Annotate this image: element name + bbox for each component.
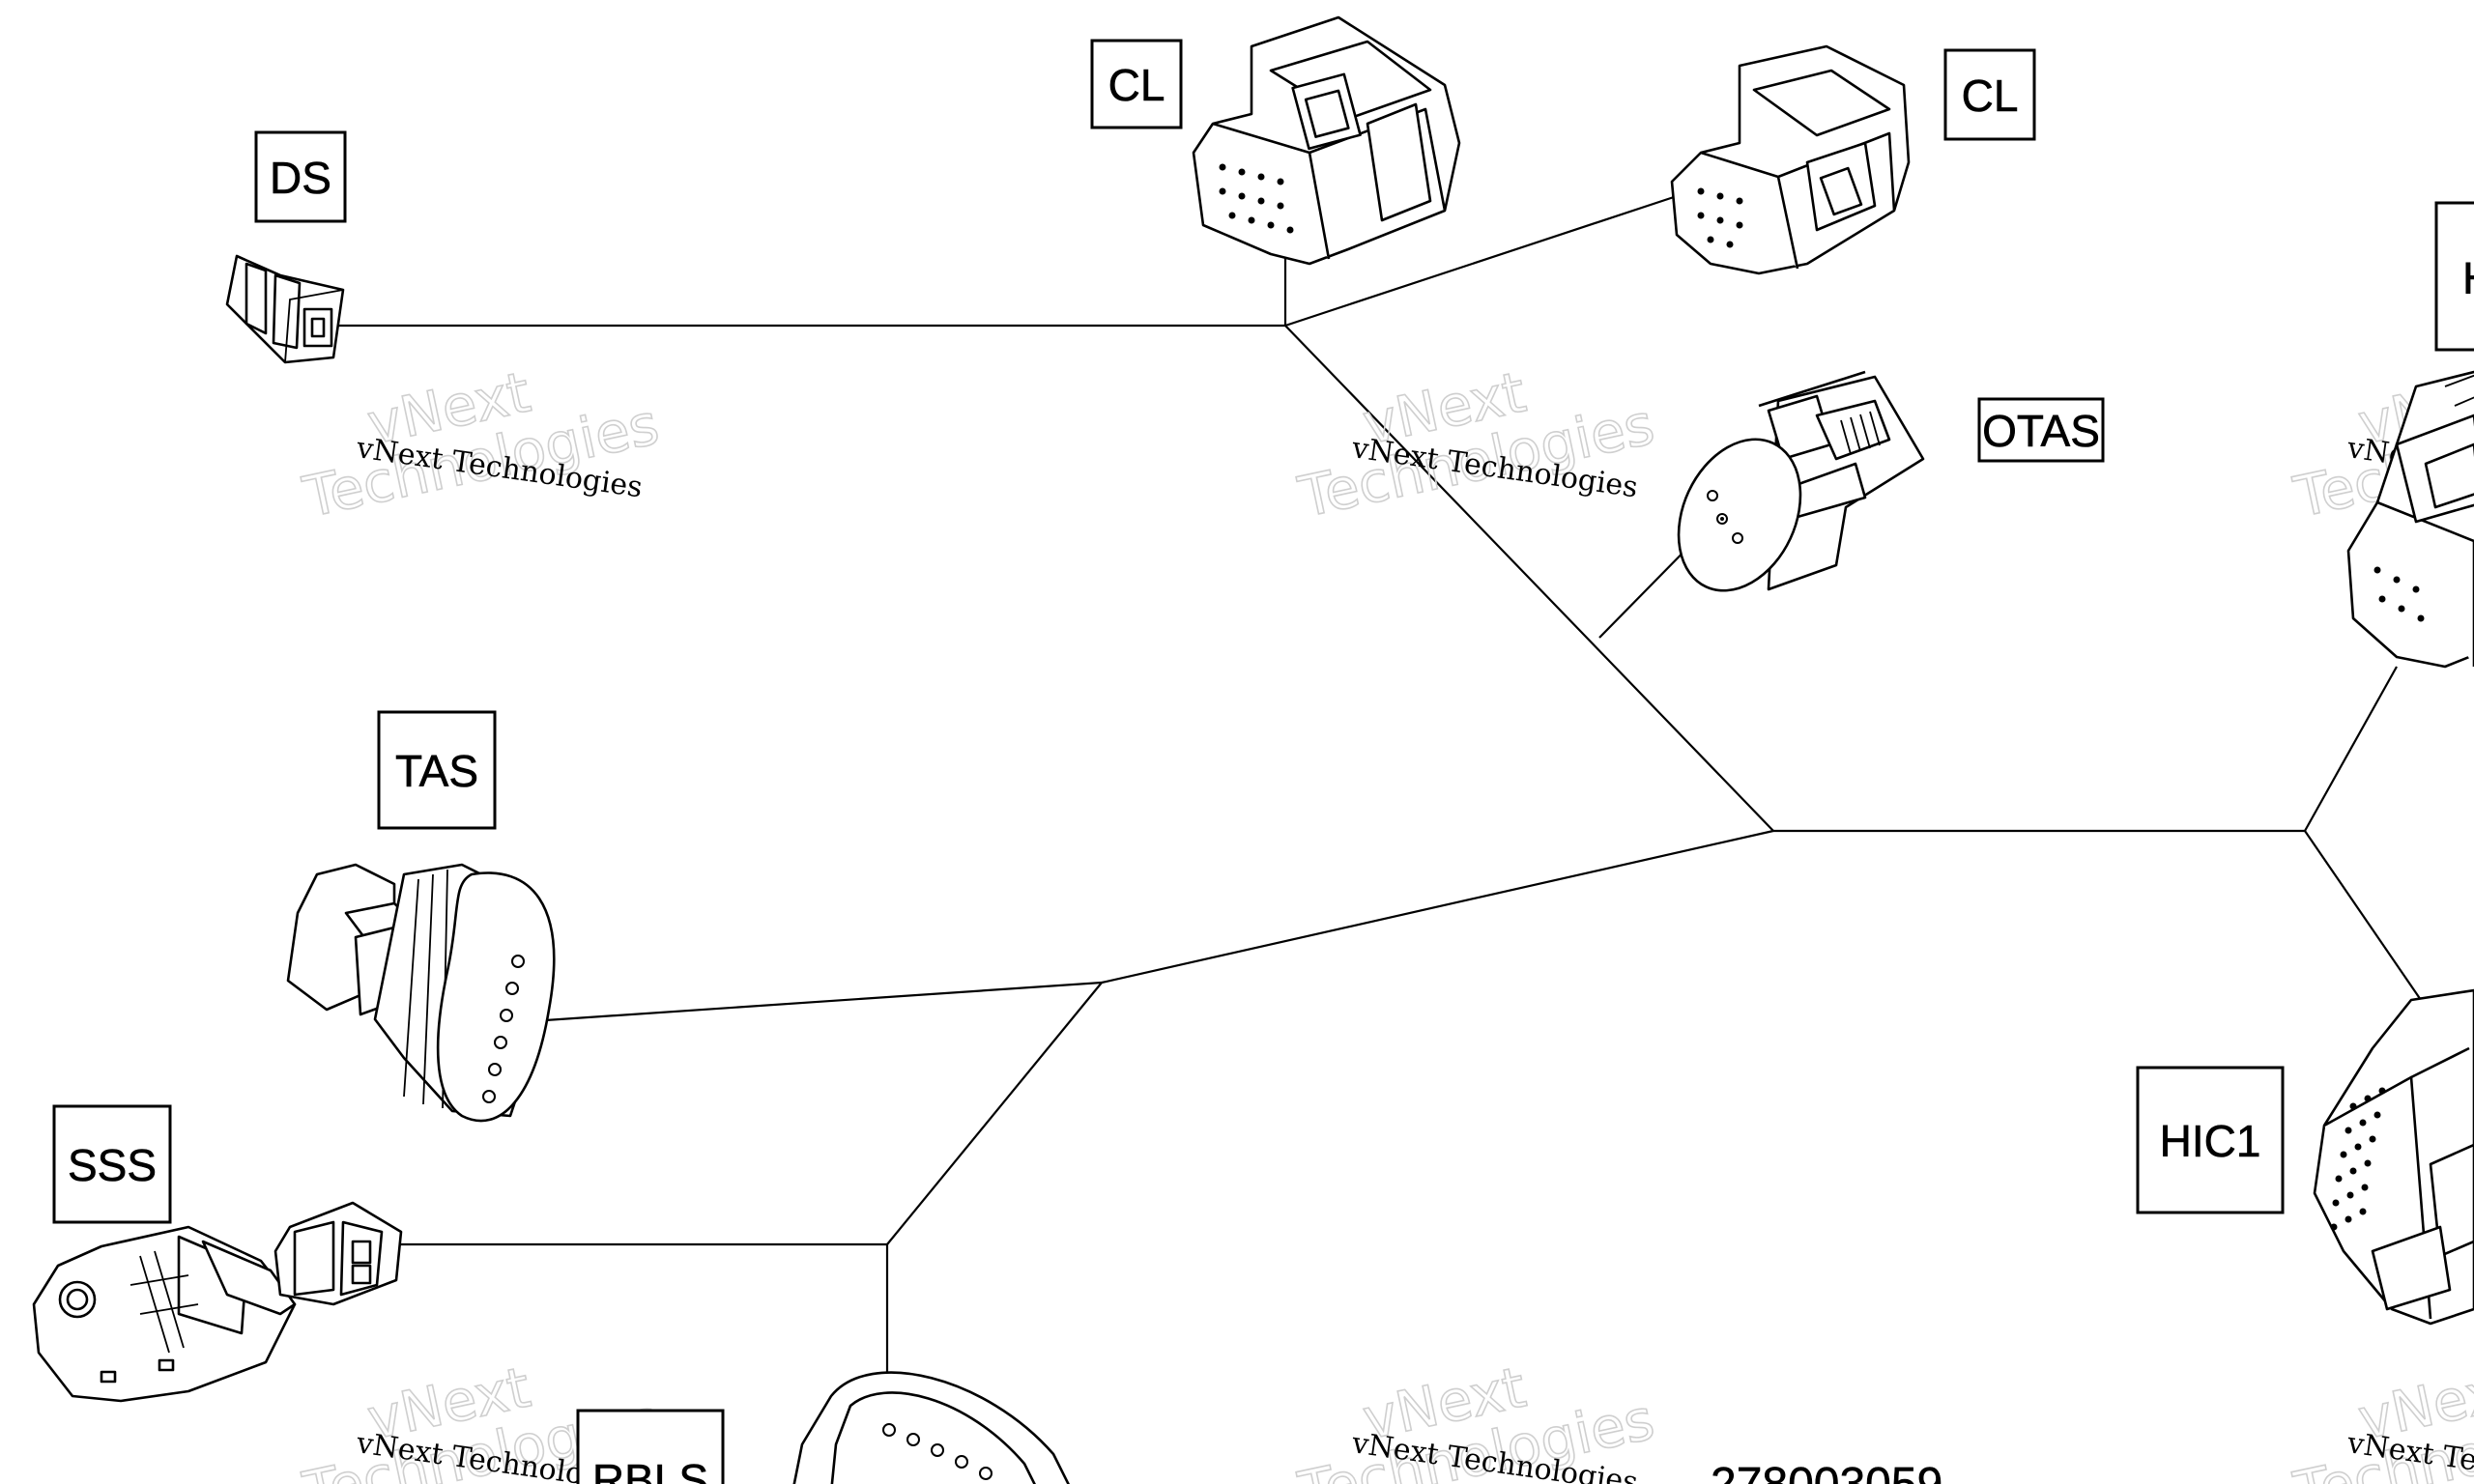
svg-text:RBLS: RBLS — [592, 1455, 708, 1484]
pin-array — [2330, 1087, 2386, 1231]
wire-trunk-lower — [1101, 829, 1774, 985]
label-h: H — [2434, 201, 2474, 352]
wire-hic1 — [2304, 830, 2422, 1001]
harness-wires — [319, 194, 2422, 1372]
connector-cl-right[interactable] — [1670, 44, 1911, 275]
svg-text:DS: DS — [270, 153, 331, 203]
label-ds: DS — [254, 130, 347, 223]
label-rbls: RBLS — [576, 1409, 725, 1484]
label-cl-left: CL — [1090, 39, 1183, 129]
label-tas: TAS — [377, 710, 497, 830]
connector-rbls[interactable] — [792, 1371, 1073, 1484]
svg-text:SSS: SSS — [68, 1140, 157, 1190]
wire-tas — [516, 981, 1103, 1024]
label-otas: OTAS — [1977, 397, 2105, 463]
connector-labels: DS CL CL OTAS H TAS SSS HIC1 — [52, 39, 2474, 1484]
pin-array — [2373, 566, 2425, 622]
pin-array — [1219, 163, 1294, 234]
part-number: 278003059 — [1711, 1459, 1942, 1484]
svg-text:HIC1: HIC1 — [2160, 1116, 2261, 1166]
connector-ds[interactable] — [225, 254, 345, 364]
label-hic1: HIC1 — [2136, 1066, 2285, 1214]
connector-sss-plug[interactable] — [273, 1201, 403, 1306]
wire-cl-right — [1284, 194, 1678, 328]
wire-trunk-upper — [1284, 325, 1774, 832]
wire-h-upper — [2304, 666, 2398, 832]
connector-h[interactable] — [2346, 367, 2474, 669]
svg-text:OTAS: OTAS — [1982, 406, 2100, 456]
watermark-2: vNext Technologies — [1292, 358, 1660, 531]
svg-text:CL: CL — [1108, 60, 1165, 110]
pin-array — [1697, 187, 1743, 248]
watermark-1: vNext Technologies — [297, 358, 665, 531]
connector-sss-sensor[interactable] — [32, 1225, 297, 1403]
connector-tas[interactable] — [286, 863, 556, 1123]
svg-text:H: H — [2462, 253, 2474, 303]
label-sss: SSS — [52, 1104, 172, 1224]
svg-text:TAS: TAS — [395, 746, 478, 796]
svg-text:CL: CL — [1962, 71, 2019, 121]
wire-branch-down — [886, 982, 1103, 1245]
connector-hic1[interactable] — [2313, 988, 2474, 1326]
connector-otas[interactable] — [1655, 370, 1925, 611]
connector-cl-left[interactable] — [1192, 15, 1461, 266]
label-cl-right: CL — [1943, 48, 2036, 141]
watermarks: vNext Technologies vNext Technologies vN… — [297, 358, 2474, 1484]
